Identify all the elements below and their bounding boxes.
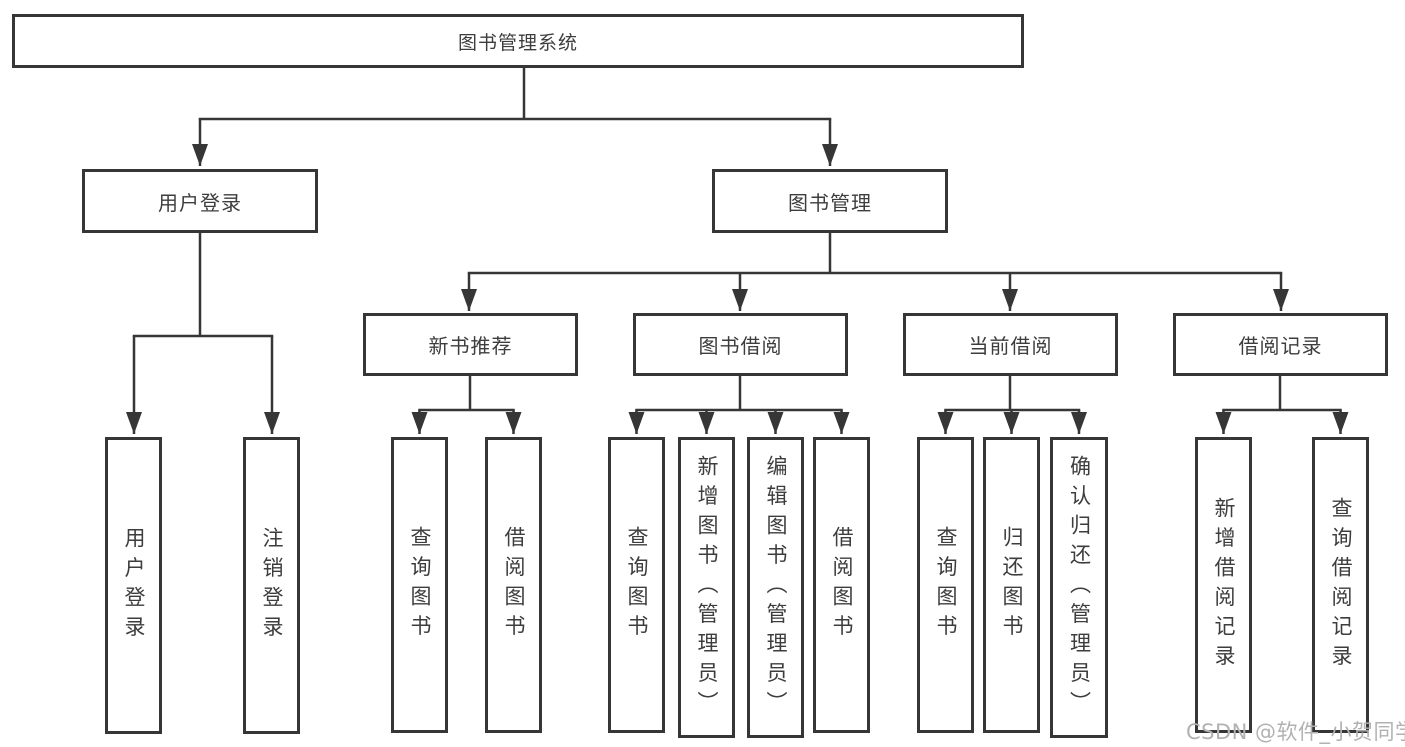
leaf-edit-book-admin: 编辑图书（管理员） <box>747 437 804 738</box>
leaf-edit-book-admin-label: 编辑图书（管理员） <box>764 454 788 721</box>
connector-new-book-recommend-branch <box>411 376 522 434</box>
csdn-watermark: CSDN @软件_小贺同学 <box>1186 720 1405 744</box>
leaf-add-book-admin-label: 新增图书（管理员） <box>695 454 719 721</box>
connector-user-login-branch <box>126 233 280 434</box>
leaf-borrow-query-book: 查询图书 <box>608 437 665 733</box>
leaf-recommend-borrow-book: 借阅图书 <box>485 437 542 733</box>
connector-book-borrow-branch <box>628 376 850 434</box>
node-current-borrow: 当前借阅 <box>903 313 1118 376</box>
leaf-confirm-return-admin: 确认归还（管理员） <box>1050 437 1108 738</box>
leaf-borrow-book: 借阅图书 <box>813 437 870 733</box>
leaf-current-query-book: 查询图书 <box>917 437 974 733</box>
connector-root-to-level1 <box>192 68 838 166</box>
leaf-return-book: 归还图书 <box>983 437 1040 733</box>
connector-borrow-record-branch <box>1215 376 1349 434</box>
node-book-management: 图书管理 <box>712 169 948 233</box>
node-user-login: 用户登录 <box>82 169 318 233</box>
connector-current-borrow-branch <box>937 376 1087 434</box>
leaf-recommend-query-book: 查询图书 <box>391 437 448 733</box>
leaf-add-borrow-record: 新增借阅记录 <box>1195 437 1252 733</box>
leaf-borrow-book-label: 借阅图书 <box>830 526 854 644</box>
node-library-management-system: 图书管理系统 <box>12 14 1024 68</box>
leaf-query-borrow-record: 查询借阅记录 <box>1312 437 1369 733</box>
node-book-borrow: 图书借阅 <box>633 313 848 376</box>
leaf-query-borrow-record-label: 查询借阅记录 <box>1329 496 1353 674</box>
leaf-user-login-label: 用户登录 <box>122 526 146 645</box>
leaf-recommend-borrow-book-label: 借阅图书 <box>502 526 526 644</box>
leaf-recommend-query-book-label: 查询图书 <box>408 526 432 644</box>
leaf-borrow-query-book-label: 查询图书 <box>625 526 649 644</box>
connector-book-management-branch <box>461 233 1289 311</box>
node-new-book-recommend: 新书推荐 <box>363 313 578 376</box>
leaf-current-query-book-label: 查询图书 <box>934 526 958 644</box>
leaf-add-book-admin: 新增图书（管理员） <box>678 437 735 738</box>
leaf-confirm-return-admin-label: 确认归还（管理员） <box>1067 454 1092 721</box>
node-borrow-record: 借阅记录 <box>1173 313 1388 376</box>
leaf-return-book-label: 归还图书 <box>1000 526 1024 644</box>
leaf-logout-label: 注销登录 <box>260 526 284 645</box>
leaf-logout: 注销登录 <box>243 437 300 734</box>
leaf-user-login: 用户登录 <box>105 437 162 734</box>
leaf-add-borrow-record-label: 新增借阅记录 <box>1212 496 1236 674</box>
